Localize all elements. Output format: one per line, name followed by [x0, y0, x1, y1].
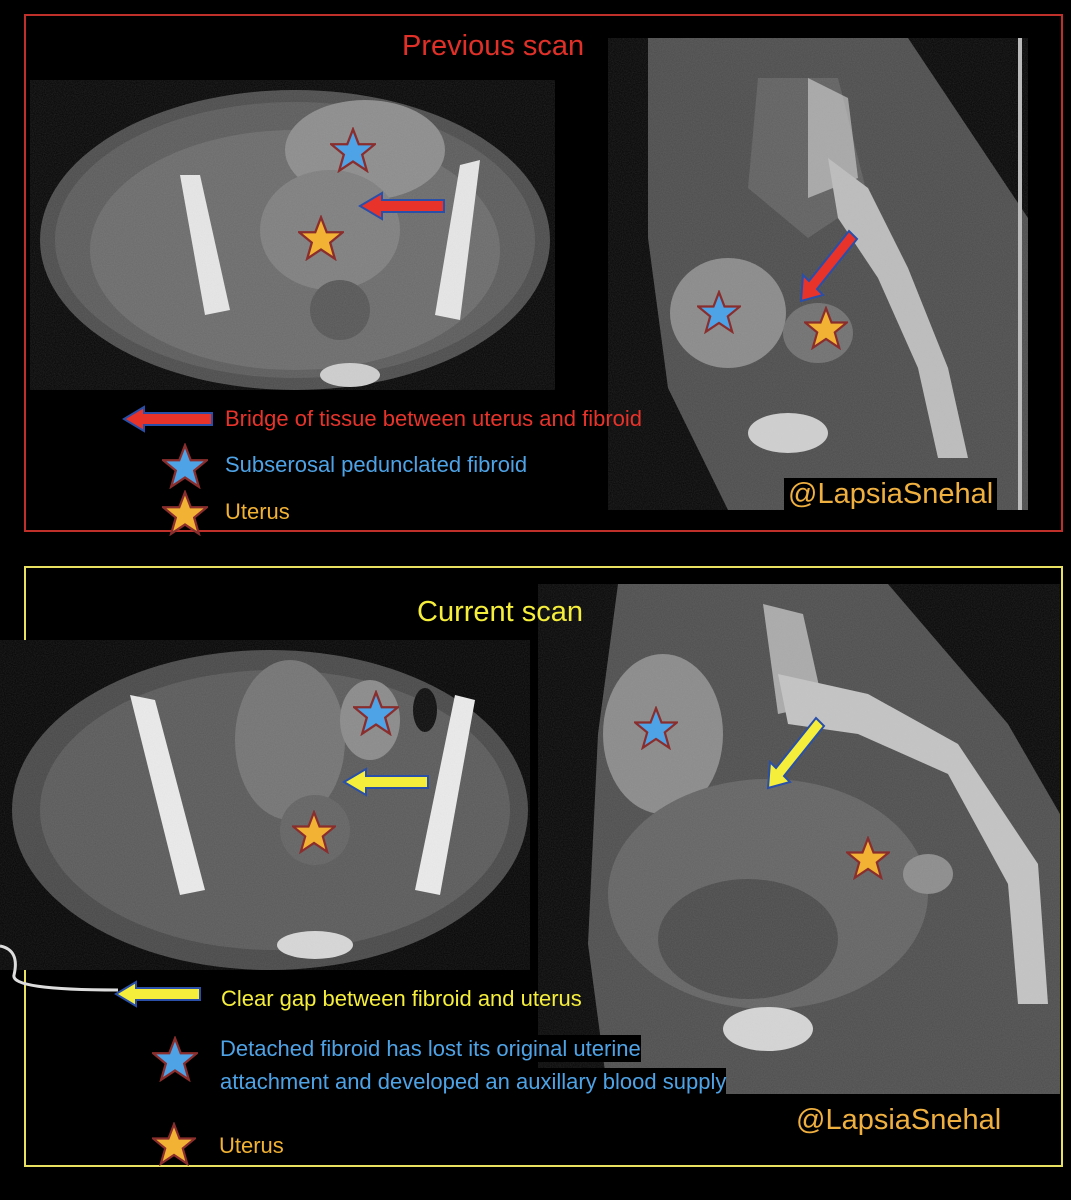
legend-gap-text: Clear gap between fibroid and uterus: [221, 986, 582, 1011]
author-handle: @LapsiaSnehal: [784, 478, 998, 511]
orange-star-icon: [846, 836, 890, 880]
catheter-line: [0, 944, 119, 992]
current-scan-title: Current scan: [417, 596, 584, 628]
blue-star-icon: [697, 290, 741, 334]
orange-star-icon: [804, 306, 848, 350]
red-arrow-icon: [358, 191, 445, 221]
orange-star-icon: [298, 215, 344, 261]
red-arrow-icon: [799, 229, 859, 303]
yellow-arrow-icon: [766, 716, 826, 790]
blue-star-icon: [353, 690, 399, 736]
current-axial-ct-image: [0, 640, 530, 970]
yellow-arrow-icon: [114, 980, 201, 1008]
orange-star-icon: [152, 1122, 196, 1166]
legend-detached-fibroid-line2: attachment and developed an auxillary bl…: [220, 1068, 727, 1095]
legend-bridge-text: Bridge of tissue between uterus and fibr…: [225, 406, 643, 431]
blue-star-icon: [634, 706, 678, 750]
orange-star-icon: [292, 810, 336, 854]
legend-detached-fibroid-line1: Detached fibroid has lost its original u…: [220, 1035, 641, 1062]
legend-uterus-text: Uterus: [225, 499, 290, 524]
previous-scan-title: Previous scan: [402, 30, 585, 62]
author-handle: @LapsiaSnehal: [792, 1104, 1006, 1137]
blue-star-icon: [152, 1036, 198, 1082]
yellow-arrow-icon: [342, 767, 429, 797]
legend-fibroid-text: Subserosal pedunclated fibroid: [225, 452, 528, 477]
current-sagittal-ct-image: [538, 584, 1060, 1094]
orange-star-icon: [162, 490, 208, 536]
blue-star-icon: [162, 443, 208, 489]
blue-star-icon: [330, 127, 376, 173]
red-arrow-icon: [122, 405, 213, 433]
previous-scan-panel: [24, 14, 1063, 532]
previous-axial-ct-image: [30, 80, 555, 390]
legend-uterus-text: Uterus: [219, 1133, 284, 1158]
